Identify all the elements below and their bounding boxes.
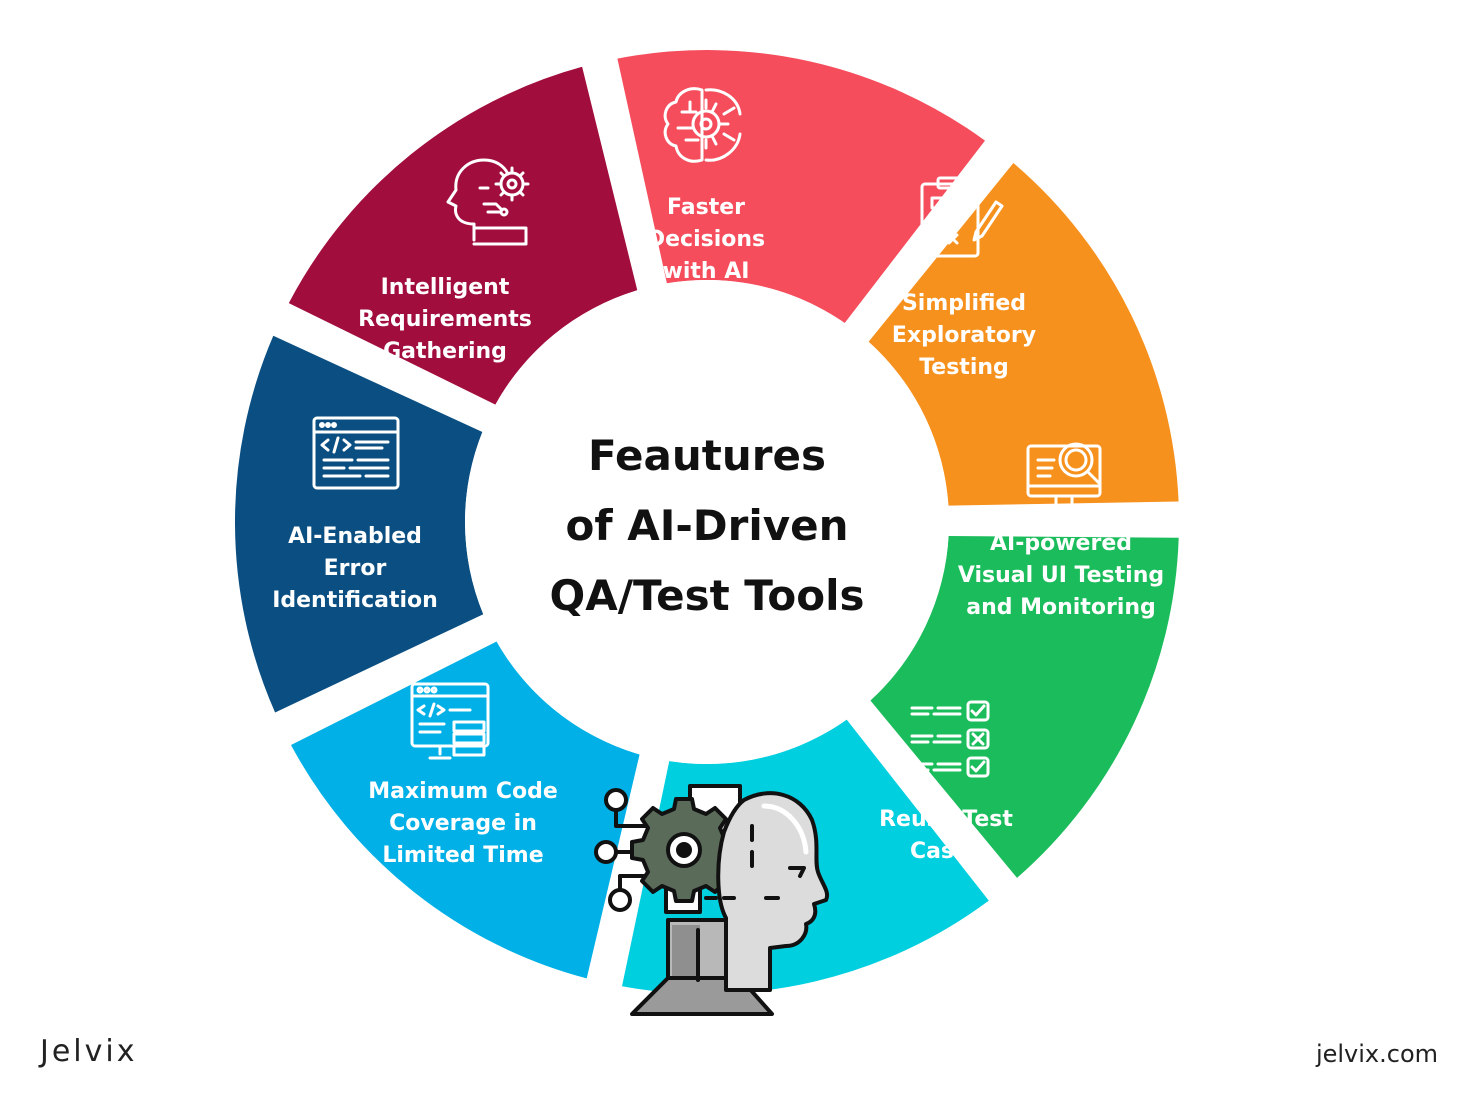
head-gear-icon <box>446 158 530 246</box>
code-window-server-icon <box>410 682 490 760</box>
brain-gear-icon <box>663 87 742 163</box>
wheel-segment <box>234 335 484 713</box>
wheel-segment <box>288 66 638 405</box>
segment-label-line: Cases <box>910 839 982 864</box>
center-title-line: QA/Test Tools <box>550 571 865 620</box>
segment-label-line: Error <box>324 556 387 581</box>
site-url: jelvix.com <box>1315 1040 1438 1068</box>
checklist-clipboard-icon <box>920 176 1004 258</box>
segment-label-line: Faster <box>667 195 745 220</box>
segment-label-line: AI-powered <box>990 531 1132 556</box>
segment-label-line: Coverage in <box>389 811 537 836</box>
segment-label-visual-ui-testing: AI-powered Visual UI Testing and Monitor… <box>958 531 1164 620</box>
segment-label-line: AI-Enabled <box>288 524 422 549</box>
segment-label-line: with AI <box>663 259 750 284</box>
segment-label-line: Reuse Test <box>879 807 1013 832</box>
center-title-line: of AI-Driven <box>565 501 848 550</box>
segment-label-line: Maximum Code <box>368 779 558 804</box>
segment-label-line: Gathering <box>383 339 507 364</box>
center-circle <box>465 280 949 764</box>
segment-label-line: Visual UI Testing <box>958 563 1164 588</box>
wheel-segment <box>291 641 640 979</box>
brand-logo-text: Jelvix <box>40 1034 138 1069</box>
segment-label-line: Testing <box>919 355 1009 380</box>
segment-label-line: Intelligent <box>381 275 510 300</box>
wheel-segment <box>868 163 1179 506</box>
segment-label-line: Decisions <box>647 227 765 252</box>
segment-label-line: Limited Time <box>382 843 543 868</box>
segment-label-line: Exploratory <box>892 323 1036 348</box>
segment-label-requirements-gathering: Intelligent Requirements Gathering <box>358 275 532 364</box>
wheel-segment <box>870 536 1179 878</box>
segment-label-reuse-test-cases: Reuse Test Cases <box>879 807 1013 864</box>
test-cases-checklist-icon <box>910 700 990 778</box>
segment-label-simplified-exploratory: Simplified Exploratory Testing <box>892 291 1036 380</box>
segment-label-code-coverage: Maximum Code Coverage in Limited Time <box>368 779 558 868</box>
center-title-line: Feautures <box>588 431 826 480</box>
ai-robot-head-icon <box>594 784 829 1016</box>
center-title: Feautures of AI-Driven QA/Test Tools <box>550 431 865 620</box>
segment-label-line: Identification <box>272 588 438 613</box>
monitor-magnifier-icon <box>1026 442 1102 510</box>
code-window-icon <box>312 416 400 490</box>
segment-label-error-identification: AI-Enabled Error Identification <box>272 524 438 613</box>
segment-label-line: Requirements <box>358 307 532 332</box>
wheel-segment <box>617 50 985 324</box>
segment-label-line: and Monitoring <box>966 595 1156 620</box>
segment-label-line: Simplified <box>902 291 1026 316</box>
segment-label-faster-decisions: Faster Decisions with AI <box>647 195 765 284</box>
